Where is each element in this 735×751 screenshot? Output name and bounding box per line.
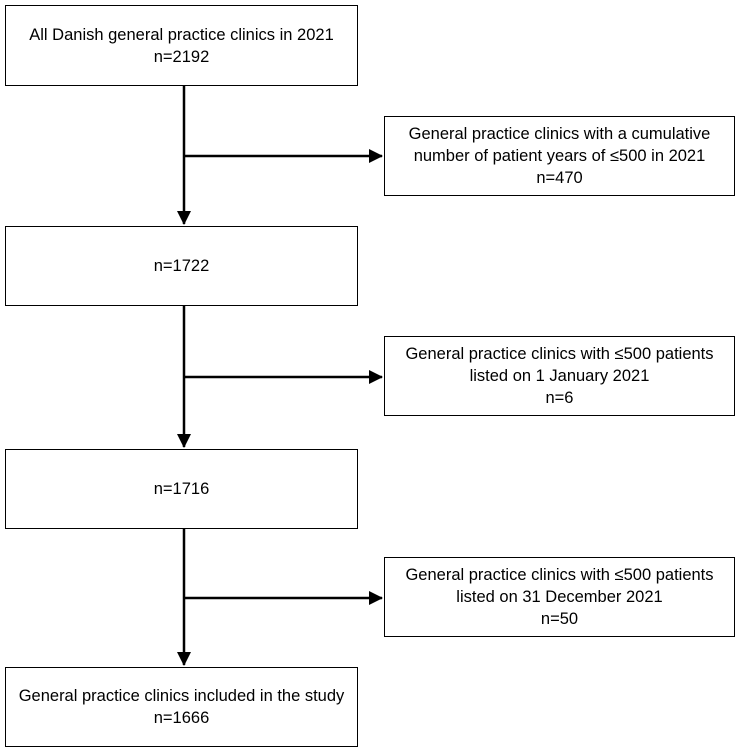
exclusion-3-line-2: listed on 31 December 2021 xyxy=(456,588,663,606)
exclusion-box-1: General practice clinics with a cumulati… xyxy=(384,116,735,196)
exclusion-1-line-2: number of patient years of ≤500 in 2021 xyxy=(413,147,706,165)
exclusion-2-line-1: General practice clinics with ≤500 patie… xyxy=(405,345,714,363)
exclusion-1-line-1: General practice clinics with a cumulati… xyxy=(408,125,711,143)
exclusion-box-3: General practice clinics with ≤500 patie… xyxy=(384,557,735,637)
remaining-1-count: n=1722 xyxy=(153,257,210,275)
remaining-box-2: n=1716 xyxy=(5,449,358,529)
exclusion-1-count: n=470 xyxy=(536,169,583,187)
exclusion-3-count: n=50 xyxy=(540,610,579,628)
exclusion-box-2: General practice clinics with ≤500 patie… xyxy=(384,336,735,416)
remaining-box-1: n=1722 xyxy=(5,226,358,306)
final-box-count: n=1666 xyxy=(153,709,210,727)
start-box-title: All Danish general practice clinics in 2… xyxy=(29,25,334,44)
exclusion-2-line-2: listed on 1 January 2021 xyxy=(469,367,650,385)
final-box-title: General practice clinics included in the… xyxy=(18,687,345,705)
remaining-2-count: n=1716 xyxy=(153,480,210,498)
final-box: General practice clinics included in the… xyxy=(5,667,358,747)
start-box: All Danish general practice clinics in 2… xyxy=(5,5,358,86)
start-box-count: n=2192 xyxy=(153,47,210,66)
exclusion-3-line-1: General practice clinics with ≤500 patie… xyxy=(405,566,714,584)
exclusion-2-count: n=6 xyxy=(545,389,574,407)
